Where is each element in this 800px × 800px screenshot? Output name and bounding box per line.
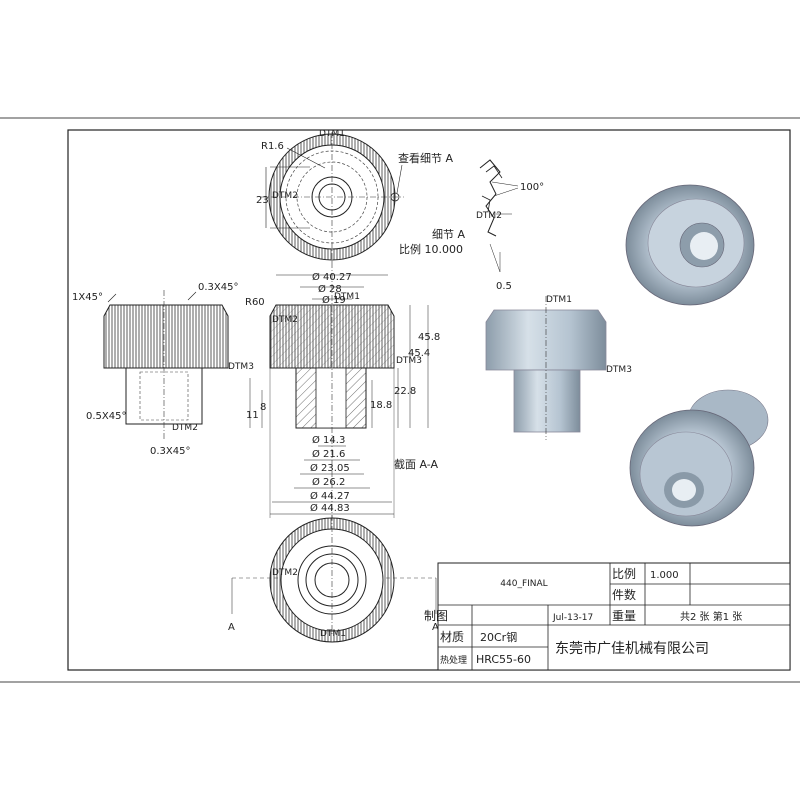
detail-offset: 0.5 — [496, 281, 512, 292]
drawing-name: 440_FINAL — [500, 579, 547, 589]
title-block: 440_FINAL 比例 1.000 件数 制图 Jul-13-17 重量 共2… — [424, 562, 791, 671]
scale-value: 1.000 — [650, 570, 679, 581]
diameter-bottom-5: Ø 44.27 — [310, 490, 350, 502]
radius-label: R1.6 — [261, 141, 284, 152]
chamfer-03x45-top-label: 0.3X45° — [198, 282, 238, 293]
scale-label: 比例 — [612, 567, 636, 581]
section-marker-right: A — [432, 622, 439, 633]
detail-a-view: 100° DTM2 细节 A 比例 10.000 0.5 — [399, 159, 544, 292]
iso-top-render — [625, 184, 755, 306]
height-45-8: 45.8 — [418, 332, 440, 343]
left-dtm3-label: DTM3 — [228, 362, 254, 372]
chamfer-05x45-label: 0.5X45° — [86, 411, 126, 422]
diameter-bottom-1: Ø 14.3 — [312, 434, 345, 446]
radius-r60-label: R60 — [245, 297, 265, 308]
diameter-top-2: Ø 28 — [318, 283, 342, 295]
height-45-4: 45.4 — [408, 348, 430, 359]
iso-dtm1-label: DTM1 — [546, 295, 572, 305]
qty-label: 件数 — [612, 587, 636, 602]
iso-dtm3-label: DTM3 — [606, 365, 632, 375]
sheet-count: 共2 张 第1 张 — [680, 610, 742, 623]
bottom-dtm1-label: DTM1 — [320, 629, 346, 639]
iso-bottom-render — [629, 389, 769, 527]
bottom-view: DTM2 DTM1 A A — [228, 515, 439, 643]
detail-dtm2-label: DTM2 — [476, 211, 502, 221]
chamfer-1x45-label: 1X45° — [72, 292, 103, 303]
diameter-bottom-3: Ø 23.05 — [310, 462, 350, 474]
left-elevation-view: 1X45° 0.3X45° DTM3 0.5X45° DTM2 0.3X45° — [72, 282, 254, 457]
section-dtm3-label: DTM3 — [396, 356, 422, 366]
section-a-a-view: R60 Ø 40.27 Ø 28 Ø 19 DTM1 DTM2 DTM3 45.… — [245, 262, 440, 520]
weight-label: 重量 — [612, 609, 636, 623]
diameter-top-1: Ø 40.27 — [312, 271, 352, 283]
height-18-8: 18.8 — [370, 400, 392, 411]
heat-treatment-value: HRC55-60 — [476, 653, 531, 666]
company-name: 东莞市广佳机械有限公司 — [555, 640, 709, 657]
diameter-bottom-2: Ø 21.6 — [312, 448, 345, 460]
datum-dtm1-label: DTM1 — [319, 129, 345, 139]
detail-angle-label: 100° — [520, 182, 544, 193]
material-value: 20Cr钢 — [480, 631, 517, 644]
detail-title: 细节 A — [432, 228, 465, 241]
sheet-border — [0, 117, 800, 683]
left-dtm2-label: DTM2 — [172, 423, 198, 433]
section-marker-left: A — [228, 622, 235, 633]
section-label: 截面 A-A — [394, 457, 439, 471]
detail-scale: 比例 10.000 — [399, 242, 463, 256]
section-dtm2-label: DTM2 — [272, 315, 298, 325]
chamfer-03x45-bottom-label: 0.3X45° — [150, 446, 190, 457]
diameter-top-3: Ø 19 — [322, 294, 346, 306]
material-label: 材质 — [440, 630, 464, 644]
datum-dtm2-label: DTM2 — [272, 191, 298, 201]
drafted-label: 制图 — [424, 609, 448, 623]
diameter-bottom-4: Ø 26.2 — [312, 476, 345, 488]
heat-treatment-label: 热处理 — [440, 654, 467, 666]
height-22-8: 22.8 — [394, 386, 416, 397]
diameter-bottom-6: Ø 44.83 — [310, 502, 350, 514]
shaded-elevation-view: DTM1 DTM3 — [485, 295, 632, 440]
top-view: R1.6 DTM1 DTM2 23 查看细节 A — [256, 129, 453, 262]
height-11: 11 — [246, 410, 259, 421]
detail-reference-label: 查看细节 A — [398, 151, 453, 165]
drawing-date: Jul-13-17 — [552, 613, 593, 623]
section-dtm1-label: DTM1 — [334, 292, 360, 302]
bottom-dtm2-label: DTM2 — [272, 568, 298, 578]
dimension-23: 23 — [256, 195, 269, 206]
height-8: 8 — [260, 402, 266, 413]
